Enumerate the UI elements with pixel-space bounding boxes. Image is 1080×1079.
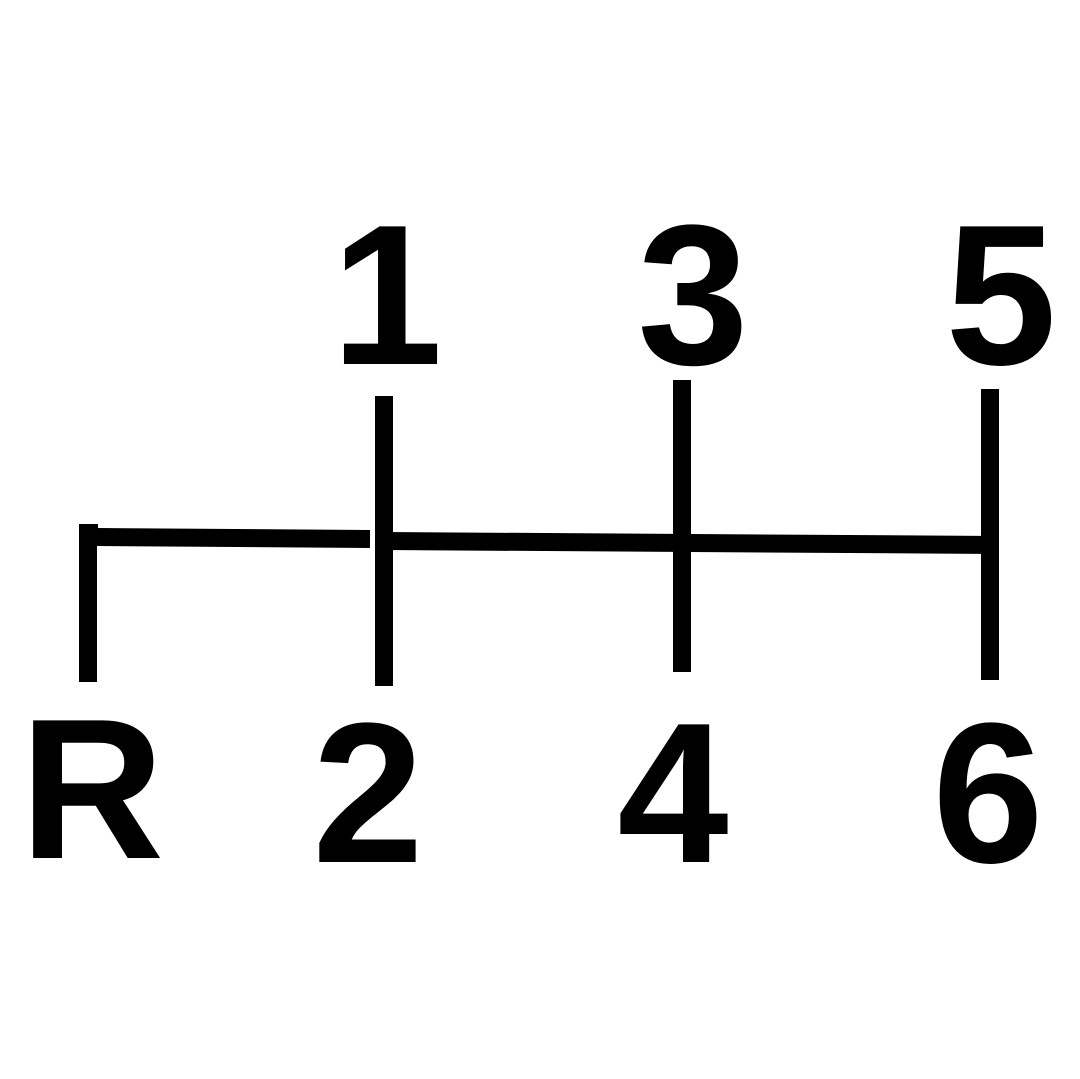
gear-labels: 1 3 5 R 2 4 6 [20, 184, 1057, 905]
gear-label-2: 2 [312, 682, 423, 905]
gate-rail-left [96, 528, 371, 548]
gear-label-5: 5 [945, 184, 1056, 407]
gear-label-1: 1 [331, 184, 442, 407]
gear-label-4: 4 [617, 682, 728, 905]
gear-label-6: 6 [932, 682, 1043, 905]
shift-gate [79, 380, 999, 686]
gear-label-reverse: R [20, 678, 164, 901]
gear-label-3: 3 [637, 184, 748, 407]
